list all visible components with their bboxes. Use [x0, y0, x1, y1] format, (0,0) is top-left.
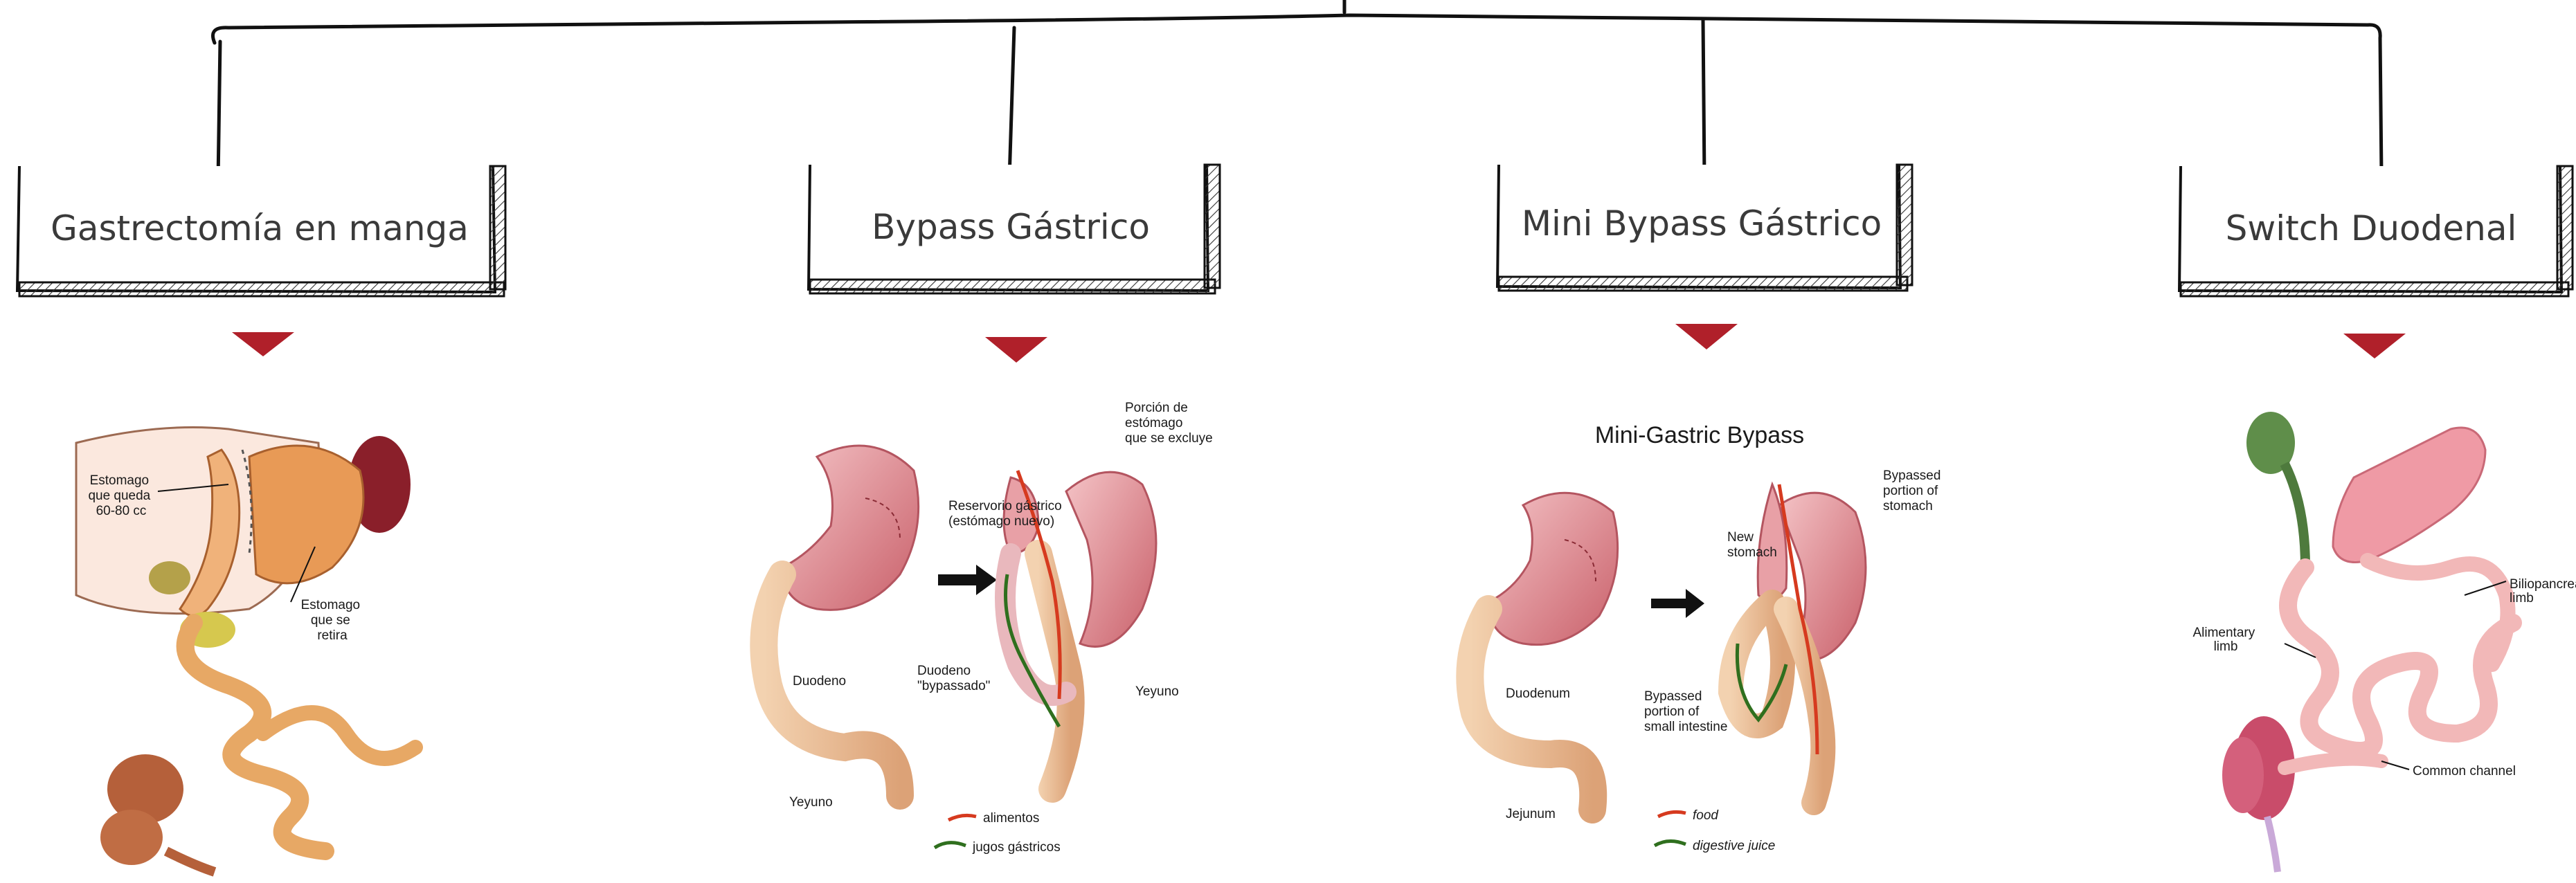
mini-bypassed-intestine-label: portion of [1644, 704, 1700, 719]
category-title: Gastrectomía en manga [51, 208, 469, 248]
down-marker-icons [232, 324, 2406, 363]
svg-text:Bypassed portion of: Bypassed portion of small intestine [1644, 689, 1727, 734]
mini-bypassed-stomach-label: Bypassed [1883, 468, 1940, 483]
bypass-legend-juice: jugos gástricos [972, 840, 1061, 855]
bypass-legend-food: alimentos [983, 811, 1039, 826]
bypass-excluded-label: Porción de [1125, 401, 1188, 415]
sleeve-removed-label: retira [317, 628, 348, 643]
mini-bypassed-stomach-label: stomach [1883, 499, 1933, 513]
down-triangle-icon [985, 337, 1047, 363]
mini-bypassed-intestine-label: Bypassed [1644, 689, 1702, 704]
food-arrow-icon [948, 815, 976, 820]
category-box-sleeve: Gastrectomía en manga [17, 166, 505, 296]
mini-new-stomach-label: New [1727, 530, 1754, 545]
mini-legend-food: food [1693, 808, 1719, 823]
svg-text:Estomago que queda: Estomago que queda 60-80 cc [88, 473, 154, 518]
down-triangle-icon [232, 332, 294, 356]
bypass-duodeno-label: Duodeno [793, 674, 846, 689]
category-title: Bypass Gástrico [872, 207, 1150, 247]
switch-illustration: Biliopancreatic limb Alimentary limb Com… [2192, 412, 2576, 872]
mini-legend-juice: digestive juice [1693, 839, 1775, 853]
down-triangle-icon [1675, 324, 1738, 349]
sleeve-remaining-label: Estomago [90, 473, 150, 488]
svg-text:Estomago que se re: Estomago que se retira [301, 598, 364, 643]
switch-bilio-label: limb [2510, 591, 2534, 606]
category-box-mini-bypass: Mini Bypass Gástrico [1497, 165, 1912, 291]
juice-arrow-icon [935, 843, 966, 848]
sleeve-illustration: Estomago que queda 60-80 cc Estomago que… [76, 428, 415, 873]
switch-alimentary-label: Alimentary [2192, 626, 2255, 640]
switch-common-label: Common channel [2413, 764, 2516, 779]
svg-text:Porción de estómago: Porción de estómago que se excluye [1125, 401, 1213, 446]
switch-alimentary-label: limb [2214, 639, 2238, 654]
tree-connector [213, 0, 2382, 181]
mini-duodenum-label: Duodenum [1506, 686, 1570, 701]
svg-text:Duodeno "bypassado": Duodeno "bypassado" [917, 664, 990, 693]
mini-bypass-illustration: Mini-Gastric Bypass Bypassed portion of … [1470, 422, 1944, 853]
svg-text:Reservorio gástrico (est: Reservorio gástrico (estómago nuevo) [948, 499, 1065, 529]
category-box-bypass: Bypass Gástrico [809, 165, 1220, 293]
juice-arrow-icon [1655, 841, 1686, 846]
right-arrow-icon [1651, 589, 1704, 618]
category-box-switch: Switch Duodenal [2179, 166, 2573, 296]
category-title: Switch Duodenal [2226, 208, 2517, 248]
bypass-yeyuno-left-label: Yeyuno [789, 795, 833, 810]
bypass-pouch-label: Reservorio gástrico [948, 499, 1062, 513]
switch-bilio-label: Biliopancreatic [2510, 577, 2576, 592]
mini-new-stomach-label: stomach [1727, 545, 1777, 560]
svg-text:Biliopancreatic limb: Biliopancreatic limb [2510, 577, 2576, 606]
mini-bypassed-intestine-label: small intestine [1644, 720, 1727, 734]
category-title: Mini Bypass Gástrico [1522, 203, 1882, 244]
bypass-illustration: Porción de estómago que se excluye Reser… [764, 401, 1212, 855]
bypass-duodeno-bypassed-label: Duodeno [917, 664, 971, 678]
right-arrow-icon [938, 565, 997, 595]
bypass-yeyuno-right-label: Yeyuno [1135, 684, 1179, 699]
svg-text:Alimentary limb: Alimentary limb [2192, 626, 2258, 654]
sleeve-remaining-label: que queda [88, 489, 150, 503]
mini-bypassed-stomach-label: portion of [1883, 484, 1938, 498]
sleeve-remaining-label: 60-80 cc [96, 504, 147, 518]
down-triangle-icon [2343, 334, 2406, 358]
food-arrow-icon [1658, 812, 1686, 817]
mini-title: Mini-Gastric Bypass [1595, 422, 1804, 448]
sleeve-removed-label: que se [311, 613, 350, 628]
sleeve-removed-label: Estomago [301, 598, 361, 612]
mini-jejunum-label: Jejunum [1506, 807, 1556, 821]
svg-text:Bypassed portion of: Bypassed portion of stomach [1883, 468, 1945, 513]
bypass-pouch-label: (estómago nuevo) [948, 514, 1054, 529]
bypass-excluded-label: estómago [1125, 416, 1182, 430]
bypass-excluded-label: que se excluye [1125, 431, 1213, 446]
bypass-duodeno-bypassed-label: "bypassado" [917, 679, 990, 693]
